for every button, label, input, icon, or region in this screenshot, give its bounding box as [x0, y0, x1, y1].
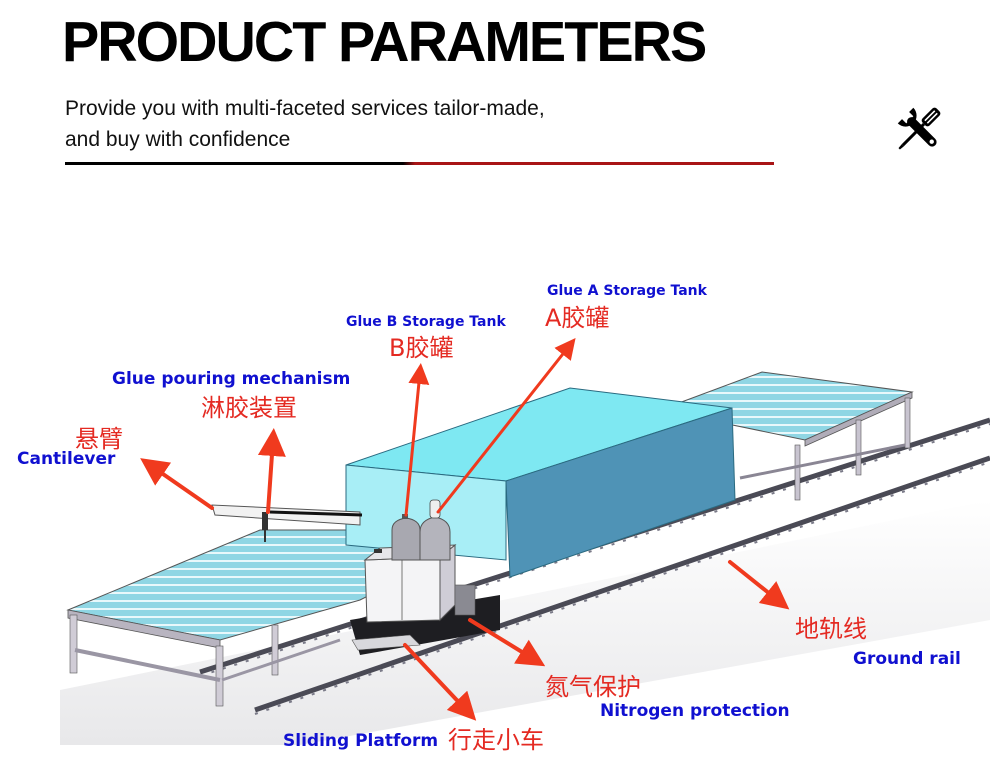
label-glue-a-en: Glue A Storage Tank	[547, 283, 707, 299]
header-divider	[65, 162, 774, 165]
label-glue-a-cn: A胶罐	[545, 304, 610, 332]
arrow-glue-b	[404, 363, 430, 517]
arrow-nitrogen	[468, 618, 546, 667]
floor-shadow	[60, 500, 990, 745]
wrench-screwdriver-icon	[897, 107, 941, 150]
label-pouring-en: Glue pouring mechanism	[112, 369, 351, 389]
label-sliding-platform-cn: 行走小车	[448, 726, 544, 754]
label-ground-rail-en: Ground rail	[853, 649, 961, 669]
arrow-cantilever	[140, 458, 214, 510]
label-ground-rail-cn: 地轨线	[795, 615, 867, 643]
arrow-ground-rail	[728, 560, 790, 610]
cantilever-beam	[211, 504, 363, 542]
label-nitrogen-en: Nitrogen protection	[600, 701, 790, 721]
subtitle-line-2: and buy with confidence	[65, 128, 291, 151]
arrow-sliding-platform	[403, 643, 477, 721]
label-cantilever-cn: 悬臂	[75, 425, 123, 453]
label-sliding-platform-en: Sliding Platform	[283, 731, 439, 751]
label-cantilever-en: Cantilever	[17, 449, 116, 469]
arrow-glue-a	[436, 337, 576, 514]
page-title: PRODUCT PARAMETERS	[62, 10, 707, 74]
machine-illustration	[60, 337, 990, 745]
subtitle: Provide you with multi-faceted services …	[65, 93, 685, 155]
label-glue-b-cn: B胶罐	[389, 334, 454, 362]
callout-arrows	[140, 337, 790, 721]
label-glue-b-en: Glue B Storage Tank	[346, 314, 506, 330]
label-pouring-cn: 淋胶装置	[201, 394, 297, 422]
arrow-pouring	[257, 428, 286, 514]
glass-panel	[345, 387, 736, 578]
storage-tanks	[391, 499, 476, 616]
subtitle-line-1: Provide you with multi-faceted services …	[65, 97, 545, 120]
label-nitrogen-cn: 氮气保护	[545, 673, 641, 701]
